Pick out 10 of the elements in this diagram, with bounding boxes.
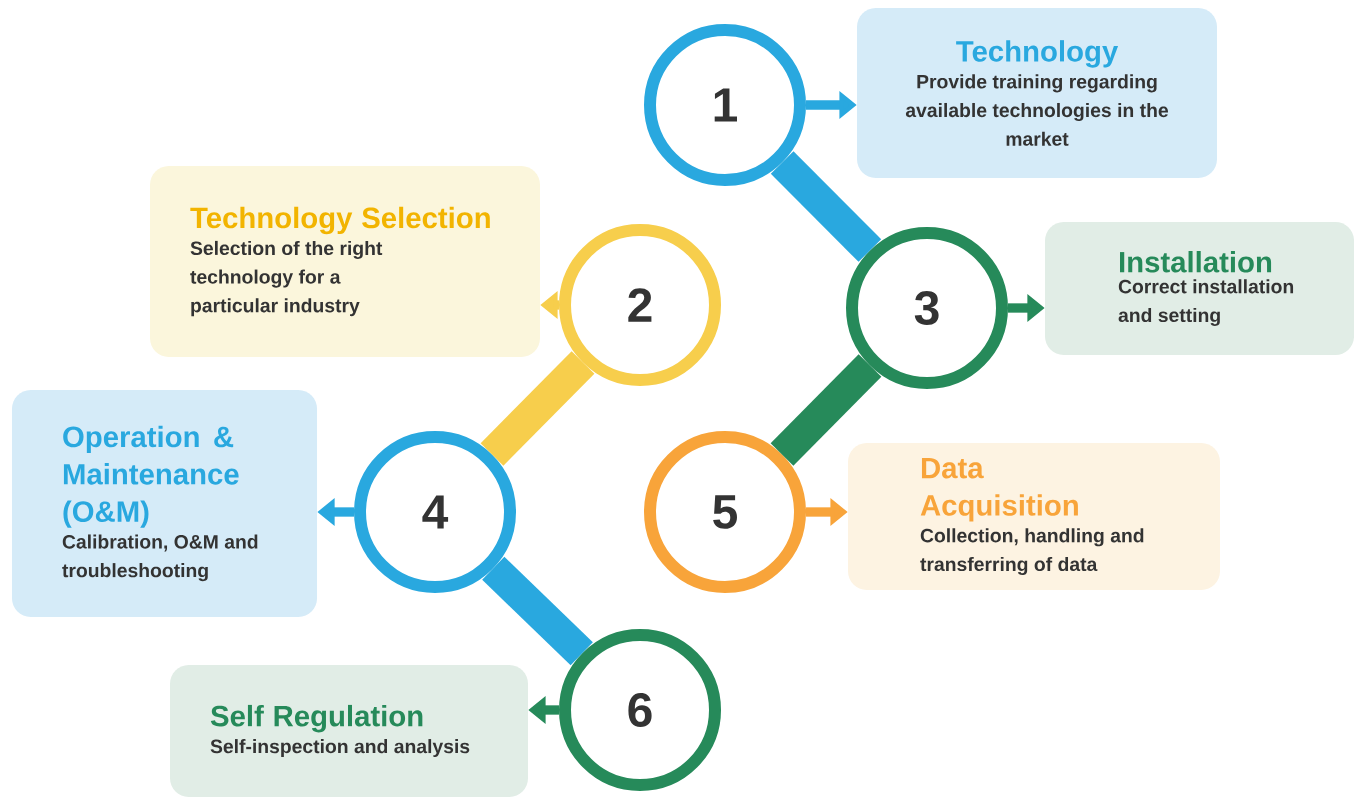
connector-band: [770, 354, 882, 466]
connector-band: [770, 151, 882, 262]
info-card: Technology Provide training regarding available technologies in the market: [857, 8, 1217, 178]
info-card: Self Regulation Self-inspection and analysis: [170, 665, 528, 797]
info-card: Data Acquisition Collection, handling and transferring of data: [848, 443, 1220, 590]
info-card: Installation Correct installation and setting: [1044, 222, 1354, 355]
info-card: Operation & Maintenance (O&M) Calibration, O&M and troubleshooting: [12, 390, 318, 617]
connector-band: [480, 351, 595, 466]
connector-band: [482, 556, 593, 666]
info-card: Technology Selection Selection of the right technology for a particular industry: [150, 166, 540, 357]
